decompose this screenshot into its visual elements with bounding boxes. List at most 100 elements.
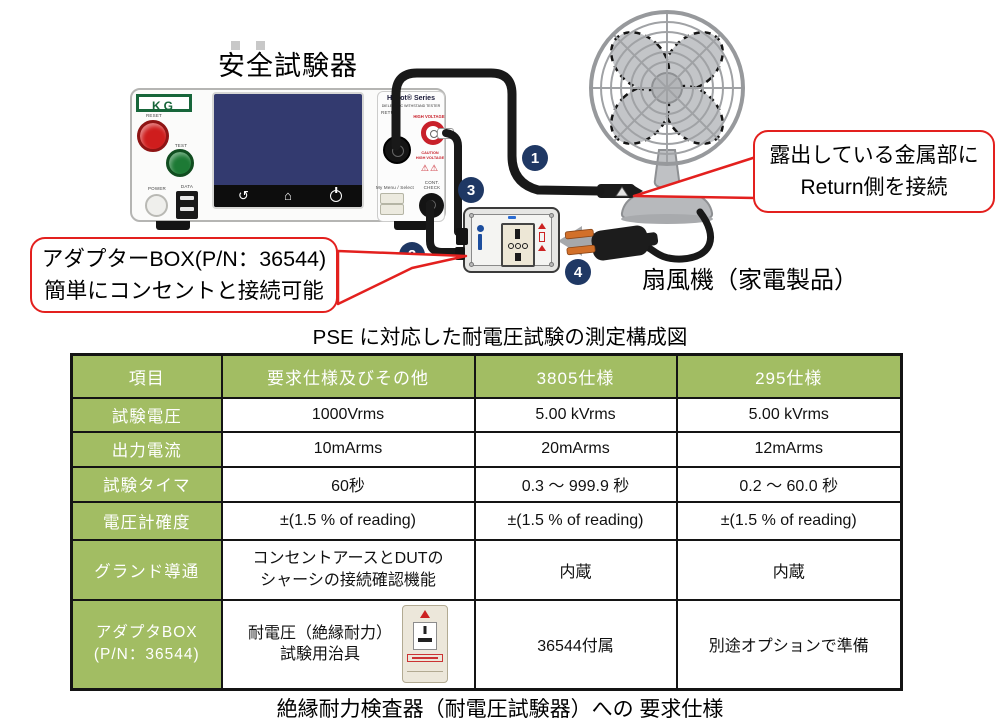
step-badge-4: 4 (565, 259, 591, 285)
cell-value: 内蔵 (473, 538, 678, 601)
measurement-caption: PSE に対応した耐電圧試験の測定構成図 (312, 326, 688, 349)
touchscreen[interactable]: ↺ ⌂ (212, 92, 364, 209)
fan-base (620, 188, 714, 220)
power-label: POWER (147, 186, 166, 191)
header-item: 項目 (70, 353, 223, 399)
return-callout-pointer (632, 155, 758, 200)
fan-power-cord (643, 208, 715, 263)
reset-label: RESET (145, 113, 162, 118)
step-badge-3: 3 (458, 177, 484, 203)
header-295: 295仕様 (675, 353, 903, 399)
caution-label: CAUTION HIGH VOLTAGE (415, 151, 445, 160)
cell-value: コンセントアースとDUTの シャーシの接続確認機能 (220, 538, 476, 601)
adapter-left-stub (456, 228, 468, 245)
step-badge-1: 1 (522, 145, 548, 171)
device-foot (394, 221, 428, 230)
return-callout-line2: Return側を接続 (800, 175, 948, 199)
series-subtitle: DIELECTRIC WITHSTAND TESTER (381, 104, 441, 108)
table-row: グランド導通 コンセントアースとDUTの シャーシの接続確認機能 内蔵 内蔵 (70, 538, 903, 601)
table-row: 電圧計確度 ±(1.5 % of reading) ±(1.5 % of rea… (70, 500, 903, 541)
adapter-socket (501, 223, 535, 267)
reset-button[interactable] (137, 120, 169, 152)
device-foot (156, 221, 190, 230)
cell-value: 12mArms (675, 430, 903, 468)
adapter-logo (476, 225, 484, 250)
data-label: DATA (180, 184, 194, 189)
test-label: TEST (174, 143, 188, 148)
table-header-row: 項目 要求仕様及びその他 3805仕様 295仕様 (70, 353, 903, 399)
cell-value: ±(1.5 % of reading) (675, 500, 903, 541)
fan-blades (610, 31, 724, 145)
tester-title: 安全試験器 (218, 51, 358, 81)
cell-value: 別途オプションで準備 (675, 598, 903, 691)
table-row: 出力電流 10mArms 20mArms 12mArms (70, 430, 903, 468)
table-row: アダプタBOX (P/N：36544) 耐電圧（絶縁耐力） 試験用治具 (70, 598, 903, 691)
menu-button-up[interactable] (380, 193, 404, 204)
requirements-caption: 絶縁耐力検査器（耐電圧試験器）への 要求仕様 (276, 698, 724, 721)
usb-ports[interactable] (176, 191, 198, 219)
table-row: 試験タイマ 60秒 0.3 ～ 999.9 秒 0.2 ～ 60.0 秒 (70, 465, 903, 503)
adapter-lower-stub (455, 247, 465, 260)
cell-value: 36544付属 (473, 598, 678, 691)
cell-value: 10mArms (220, 430, 476, 468)
return-callout: 露出している金属部に Return側を接続 (753, 130, 995, 213)
fan-base-shadow (621, 214, 713, 224)
cable-hv-to-adapter (442, 129, 462, 236)
cell-value: ±(1.5 % of reading) (220, 500, 476, 541)
cell-value: 1000Vrms (220, 396, 476, 433)
cell-value: 0.2 ～ 60.0 秒 (675, 465, 903, 503)
header-required-spec: 要求仕様及びその他 (220, 353, 476, 399)
adapter-callout-line2: 簡単にコンセントと接続可能 (44, 279, 324, 303)
adapter-box (455, 207, 560, 273)
cell-value: 5.00 kVrms (473, 396, 678, 433)
power-plug (591, 225, 659, 261)
fan-label: 扇風機（家電製品） (642, 267, 858, 294)
cont-check-jack[interactable] (419, 193, 444, 218)
fan-hub (651, 72, 683, 104)
cont-check-label: CONT. CHECK (423, 180, 441, 190)
return-clip (597, 184, 643, 198)
menu-label: My Menu / Select (376, 185, 414, 190)
table-row: 試験電圧 1000Vrms 5.00 kVrms 5.00 kVrms (70, 396, 903, 433)
cell-value: 60秒 (220, 465, 476, 503)
power-icon[interactable] (330, 187, 342, 202)
row-label: 試験タイマ (70, 465, 223, 503)
spec-table: 項目 要求仕様及びその他 3805仕様 295仕様 試験電圧 1000Vrms … (70, 353, 903, 691)
home-icon[interactable]: ⌂ (284, 188, 292, 203)
marker-square (231, 41, 240, 50)
marker-square (256, 41, 265, 50)
cell-value: 内蔵 (675, 538, 903, 601)
adapter-face (471, 214, 552, 267)
adapter-callout-line1: アダプターBOX(P/N：36544) (41, 246, 327, 271)
screen-button-strip: ↺ ⌂ (214, 185, 362, 207)
series-title: Hypot® Series (387, 95, 435, 102)
cell-value: 20mArms (473, 430, 678, 468)
row-label: 出力電流 (70, 430, 223, 468)
row-label: 電圧計確度 (70, 500, 223, 541)
warning-triangles-icon: ⚠⚠ (420, 163, 440, 173)
fan-stand (653, 149, 681, 190)
return-jack[interactable] (383, 136, 411, 164)
cell-value: 5.00 kVrms (675, 396, 903, 433)
hv-plug (437, 128, 454, 139)
menu-button-down[interactable] (380, 204, 404, 215)
plug-prongs (564, 228, 596, 256)
return-callout-line1: 露出している金属部に (769, 144, 979, 167)
row-label: グランド導通 (70, 538, 223, 601)
adapter-warning-marks (538, 223, 546, 251)
test-button[interactable] (166, 149, 194, 177)
cell-value: 耐電圧（絶縁耐力） 試験用治具 (220, 598, 476, 691)
cell-value: 0.3 ～ 999.9 秒 (473, 465, 678, 503)
row-label: アダプタBOX (P/N：36544) (70, 598, 223, 691)
step-badge-2: 2 (399, 242, 425, 268)
back-icon[interactable]: ↺ (238, 188, 249, 203)
header-3805: 3805仕様 (473, 353, 678, 399)
cell-value: ±(1.5 % of reading) (473, 500, 678, 541)
power-button[interactable] (145, 194, 168, 217)
insert-arrow-icon (558, 226, 597, 256)
high-voltage-label: HIGH VOLTAGE (413, 114, 445, 119)
fan-guard (589, 10, 745, 166)
row-label: 試験電圧 (70, 396, 223, 433)
return-label: RETURN (381, 110, 401, 115)
